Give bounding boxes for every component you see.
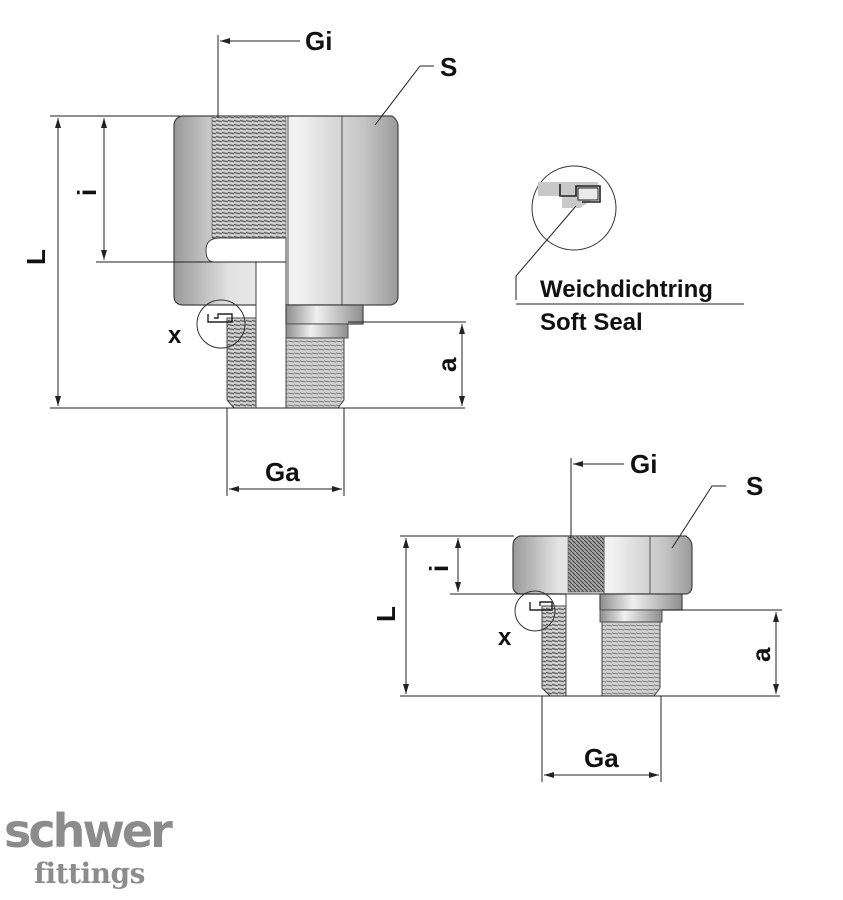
large-i-label: i [72, 189, 102, 196]
large-s-label: S [440, 52, 457, 82]
large-ga-label: Ga [265, 457, 300, 487]
small-internal-thread [567, 535, 605, 593]
large-dimensions [50, 35, 466, 496]
small-a-label: a [746, 647, 776, 662]
small-s-label: S [746, 471, 763, 501]
small-l-label: L [371, 606, 401, 622]
soft-seal-label-de: Weichdichtring [540, 276, 713, 303]
schwer-fittings-logo: schwer fittings [4, 808, 194, 898]
small-fitting [512, 535, 693, 697]
large-l-label: L [21, 249, 51, 265]
small-seal-detail-circle [514, 590, 556, 632]
small-gi-label: Gi [630, 449, 657, 479]
large-gi-label: Gi [305, 26, 332, 56]
logo-line-fittings: fittings [34, 857, 145, 890]
large-external-thread [285, 337, 345, 409]
soft-seal-label-en: Soft Seal [540, 309, 643, 336]
soft-seal-detail [515, 165, 744, 305]
small-ga-label: Ga [584, 743, 619, 773]
large-x-label: x [168, 322, 182, 349]
logo-line-schwer: schwer [4, 804, 173, 858]
small-i-label: i [424, 565, 454, 572]
large-fitting [173, 115, 399, 409]
large-seal-detail-circle [196, 299, 246, 349]
small-x-label: x [498, 624, 512, 651]
small-dimensions [400, 458, 782, 782]
large-collar [285, 304, 364, 325]
large-a-label: a [432, 357, 462, 372]
small-external-thread [601, 621, 661, 697]
large-internal-thread [211, 115, 287, 239]
small-collar [599, 593, 683, 611]
